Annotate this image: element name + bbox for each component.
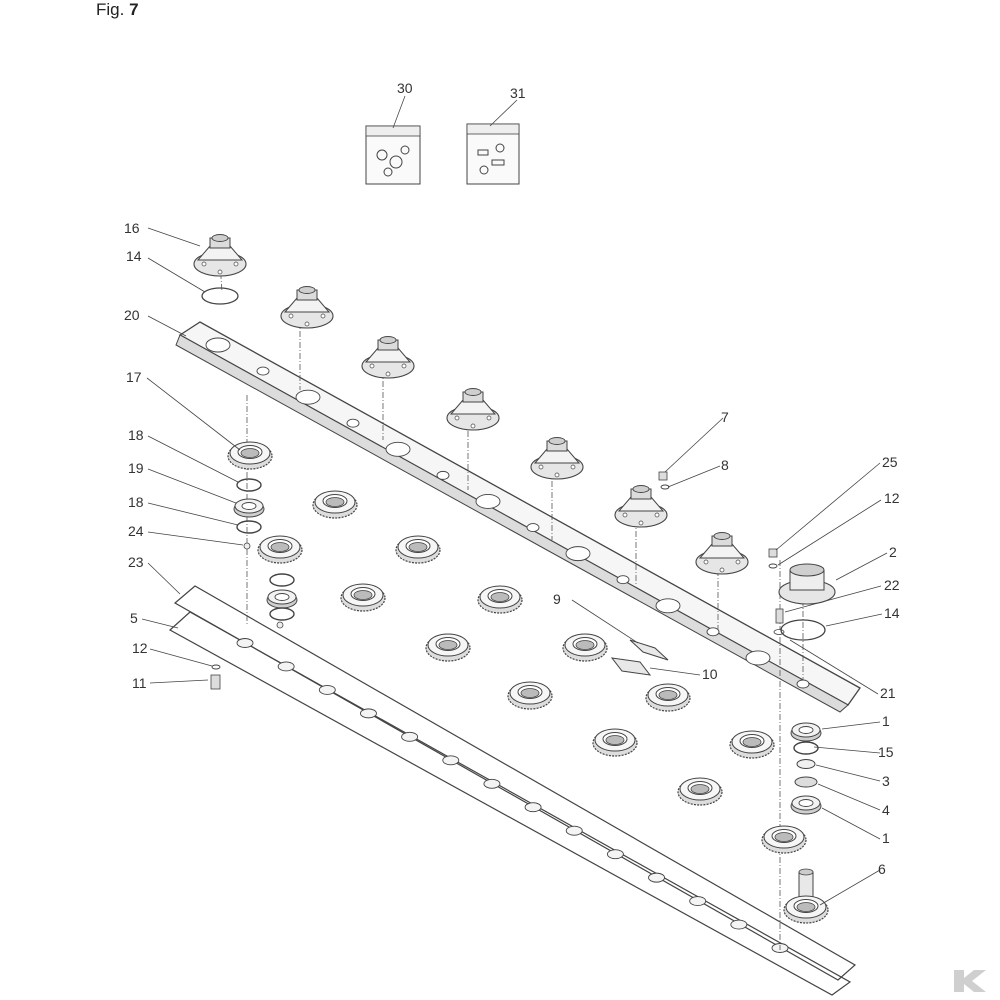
callout-22: 22 xyxy=(884,577,900,593)
plate-hole xyxy=(796,679,810,689)
callout-23: 23 xyxy=(128,554,144,570)
right-bearing-stack xyxy=(790,722,822,815)
left-bearing-stack xyxy=(233,478,298,629)
callout-20: 20 xyxy=(124,307,140,323)
callout-1: 1 xyxy=(882,713,890,729)
plate-hole xyxy=(565,546,591,562)
callout-10: 10 xyxy=(702,666,718,682)
plate-hole xyxy=(706,627,720,637)
plate-hole xyxy=(205,337,231,353)
bottom-plate-hole xyxy=(318,684,336,695)
plate-hole xyxy=(655,598,681,614)
callout-6: 6 xyxy=(878,861,886,877)
callout-24: 24 xyxy=(128,523,144,539)
figure-prefix: Fig. xyxy=(96,0,125,19)
callout-1: 1 xyxy=(882,830,890,846)
plate-hole xyxy=(256,366,270,376)
shaft-6 xyxy=(783,868,829,924)
bottom-plates xyxy=(168,585,857,996)
kit-bag-31 xyxy=(466,123,520,185)
callout-19: 19 xyxy=(128,460,144,476)
callout-4: 4 xyxy=(882,802,890,818)
callout-17: 17 xyxy=(126,369,142,385)
figure-number: 7 xyxy=(129,0,139,19)
leader-lines xyxy=(141,95,888,906)
bottom-plate-hole xyxy=(360,708,377,719)
callout-12: 12 xyxy=(132,640,148,656)
plate-hole xyxy=(526,523,540,532)
callout-3: 3 xyxy=(882,773,890,789)
bottom-plate-hole xyxy=(524,802,542,813)
figure-title: Fig. 7 xyxy=(96,0,139,20)
brand-k-logo-icon xyxy=(954,970,986,992)
bearing-housing-2 xyxy=(778,563,836,605)
bottom-plate-hole xyxy=(483,778,501,789)
callout-8: 8 xyxy=(721,457,729,473)
bottom-plate-hole xyxy=(442,755,460,766)
plate-hole xyxy=(745,650,771,666)
callout-25: 25 xyxy=(882,454,898,470)
callout-2: 2 xyxy=(889,544,897,560)
bottom-plate-hole xyxy=(565,825,583,836)
callout-30: 30 xyxy=(397,80,413,96)
bottom-plate-hole xyxy=(648,872,665,883)
callout-labels: 30 31 16 14 20 17 18 19 18 24 23 5 12 11… xyxy=(124,80,900,877)
callout-18: 18 xyxy=(128,427,144,443)
bottom-plate-hole xyxy=(689,896,707,907)
plate-hole xyxy=(475,494,501,509)
bottom-plate-hole xyxy=(606,849,624,860)
bottom-plate-hole xyxy=(236,638,254,648)
callout-11: 11 xyxy=(132,675,147,691)
bottom-plate-hole xyxy=(401,731,419,742)
plate-hole xyxy=(436,470,450,480)
callout-7: 7 xyxy=(721,409,729,425)
plate-hole xyxy=(616,575,630,585)
callout-18: 18 xyxy=(128,494,144,510)
callout-9: 9 xyxy=(553,591,561,607)
callout-5: 5 xyxy=(130,610,138,626)
callout-12: 12 xyxy=(884,490,900,506)
callout-21: 21 xyxy=(880,685,896,701)
callout-14: 14 xyxy=(884,605,900,621)
gearbox-housings xyxy=(193,233,749,575)
plate-hole xyxy=(346,418,360,428)
top-cover-plate xyxy=(175,321,861,713)
kit-bag-30 xyxy=(365,125,421,185)
bottom-plate-hole xyxy=(277,661,295,672)
plate-hole xyxy=(385,441,411,457)
callout-31: 31 xyxy=(510,85,526,101)
small-parts xyxy=(201,287,826,690)
plate-hole xyxy=(295,389,321,405)
bottom-plate-hole xyxy=(730,919,748,930)
callout-14: 14 xyxy=(126,248,142,264)
housing-16 xyxy=(193,233,247,277)
callout-16: 16 xyxy=(124,220,140,236)
callout-15: 15 xyxy=(878,744,894,760)
